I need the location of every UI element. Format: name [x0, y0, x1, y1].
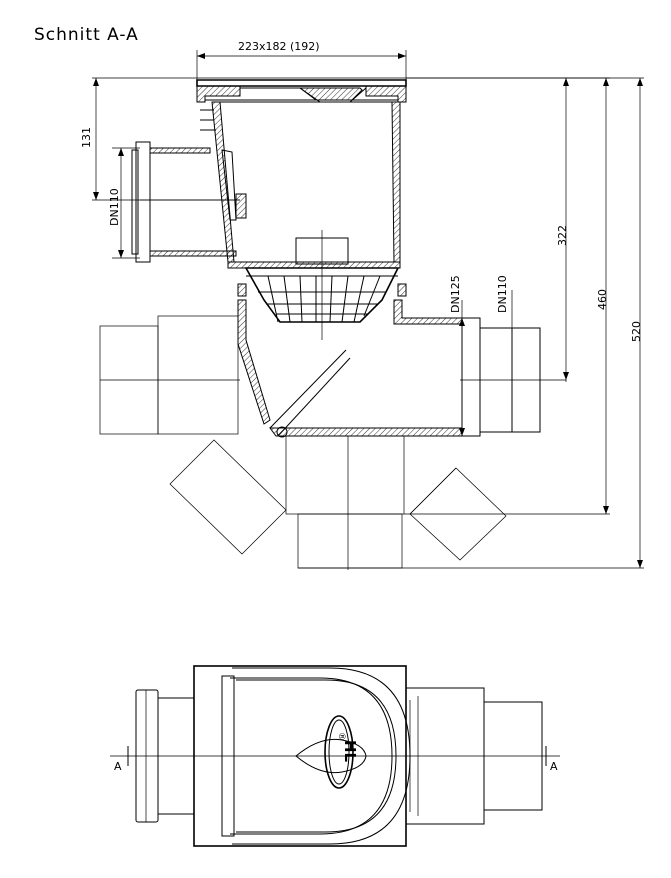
height-131-label: 131 [80, 127, 93, 148]
inlet-pipe [131, 141, 240, 263]
section-mark-right: A [550, 760, 558, 773]
grate-size-label: 223x182 (192) [238, 40, 320, 53]
dimension-520: 520 [298, 77, 644, 569]
dimension-322: 322 [556, 78, 569, 382]
plan-view: A A HL ® [110, 665, 560, 847]
dn-outlet-outer-label: DN125 [449, 275, 462, 313]
logo-symbol: ® [336, 732, 346, 741]
dn-inlet-label: DN110 [108, 188, 121, 226]
dimension-460: 460 [404, 78, 610, 515]
lower-body [237, 299, 463, 438]
cover-handle-logo: HL ® [295, 715, 367, 789]
height-520-label: 520 [630, 321, 643, 342]
section-mark-left: A [114, 760, 122, 773]
height-322-label: 322 [556, 225, 569, 246]
dimension-dn-inlet: DN110 [108, 147, 140, 259]
section-view: 223x182 (192) 131 DN110 [80, 40, 644, 570]
dn-outlet-inner-label: DN110 [496, 275, 509, 313]
trap-body [200, 101, 401, 340]
height-460-label: 460 [596, 289, 609, 310]
dimension-grate-size: 223x182 (192) [196, 40, 407, 90]
grate-frame [196, 79, 407, 103]
outlet-pipe [460, 317, 566, 437]
logo-text: HL [341, 740, 359, 763]
section-title: Schnitt A-A [34, 25, 139, 45]
dirt-basket [237, 267, 407, 323]
dimension-dn-outlet: DN125 DN110 [449, 275, 513, 436]
alternative-connections [99, 315, 507, 570]
